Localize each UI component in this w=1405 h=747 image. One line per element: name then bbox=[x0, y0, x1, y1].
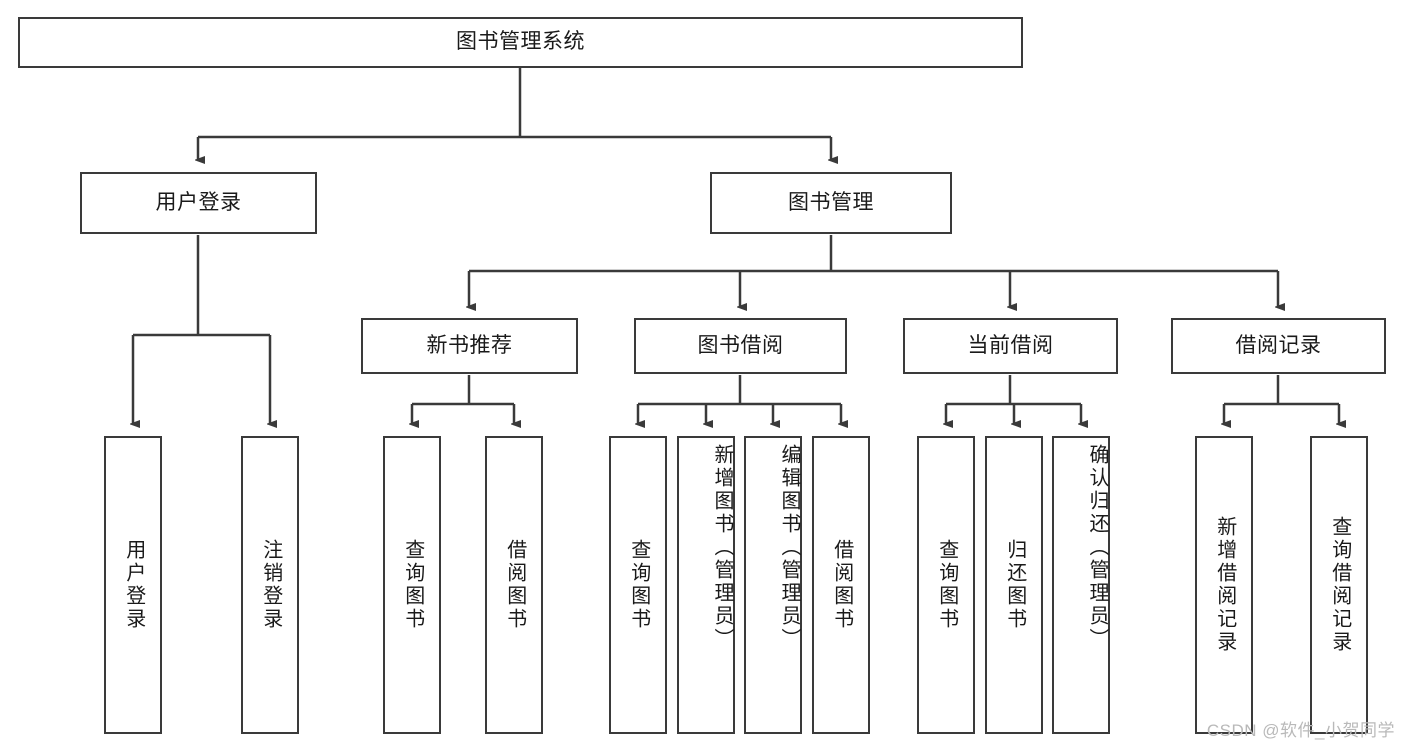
node-label: 查询借阅记录 bbox=[1328, 516, 1351, 654]
leaf-edit-book-admin[interactable]: 编辑图书（管理员） bbox=[744, 436, 802, 734]
node-label: 归还图书 bbox=[1003, 539, 1026, 631]
leaf-query-book-recommend[interactable]: 查询图书 bbox=[383, 436, 441, 734]
node-label: 借阅图书 bbox=[503, 539, 526, 631]
node-label: 图书借阅 bbox=[697, 333, 784, 357]
node-label: 用户登录 bbox=[122, 539, 145, 631]
leaf-add-borrow-record[interactable]: 新增借阅记录 bbox=[1195, 436, 1253, 734]
node-label: 确认归还（管理员） bbox=[1086, 444, 1108, 651]
leaf-query-book-current[interactable]: 查询图书 bbox=[917, 436, 975, 734]
node-label: 查询图书 bbox=[627, 539, 650, 631]
node-label: 查询图书 bbox=[401, 539, 424, 631]
node-label: 图书管理系统 bbox=[456, 30, 585, 54]
node-label: 查询图书 bbox=[935, 539, 958, 631]
node-current-borrow[interactable]: 当前借阅 bbox=[903, 318, 1118, 374]
leaf-user-login[interactable]: 用户登录 bbox=[104, 436, 162, 734]
node-label: 借阅记录 bbox=[1235, 333, 1322, 357]
node-label: 用户登录 bbox=[155, 190, 242, 214]
csdn-watermark: CSDN @软件_小贺同学 bbox=[1206, 721, 1395, 740]
node-user-login[interactable]: 用户登录 bbox=[80, 172, 317, 234]
leaf-confirm-return-admin[interactable]: 确认归还（管理员） bbox=[1052, 436, 1110, 734]
node-label: 借阅图书 bbox=[830, 539, 853, 631]
leaf-add-book-admin[interactable]: 新增图书（管理员） bbox=[677, 436, 735, 734]
node-root-book-management-system[interactable]: 图书管理系统 bbox=[18, 17, 1023, 68]
node-book-management[interactable]: 图书管理 bbox=[710, 172, 952, 234]
leaf-borrow-book-recommend[interactable]: 借阅图书 bbox=[485, 436, 543, 734]
leaf-borrow-book[interactable]: 借阅图书 bbox=[812, 436, 870, 734]
node-label: 新增图书（管理员） bbox=[711, 444, 733, 651]
node-label: 新增借阅记录 bbox=[1213, 516, 1236, 654]
node-label: 新书推荐 bbox=[426, 333, 513, 357]
leaf-query-book-borrow[interactable]: 查询图书 bbox=[609, 436, 667, 734]
node-label: 注销登录 bbox=[259, 539, 282, 631]
node-label: 当前借阅 bbox=[967, 333, 1054, 357]
leaf-query-borrow-record[interactable]: 查询借阅记录 bbox=[1310, 436, 1368, 734]
node-new-book-recommend[interactable]: 新书推荐 bbox=[361, 318, 578, 374]
node-book-borrow[interactable]: 图书借阅 bbox=[634, 318, 847, 374]
node-borrow-record[interactable]: 借阅记录 bbox=[1171, 318, 1386, 374]
leaf-return-book[interactable]: 归还图书 bbox=[985, 436, 1043, 734]
leaf-logout-login[interactable]: 注销登录 bbox=[241, 436, 299, 734]
node-label: 编辑图书（管理员） bbox=[778, 444, 800, 651]
node-label: 图书管理 bbox=[788, 190, 874, 214]
